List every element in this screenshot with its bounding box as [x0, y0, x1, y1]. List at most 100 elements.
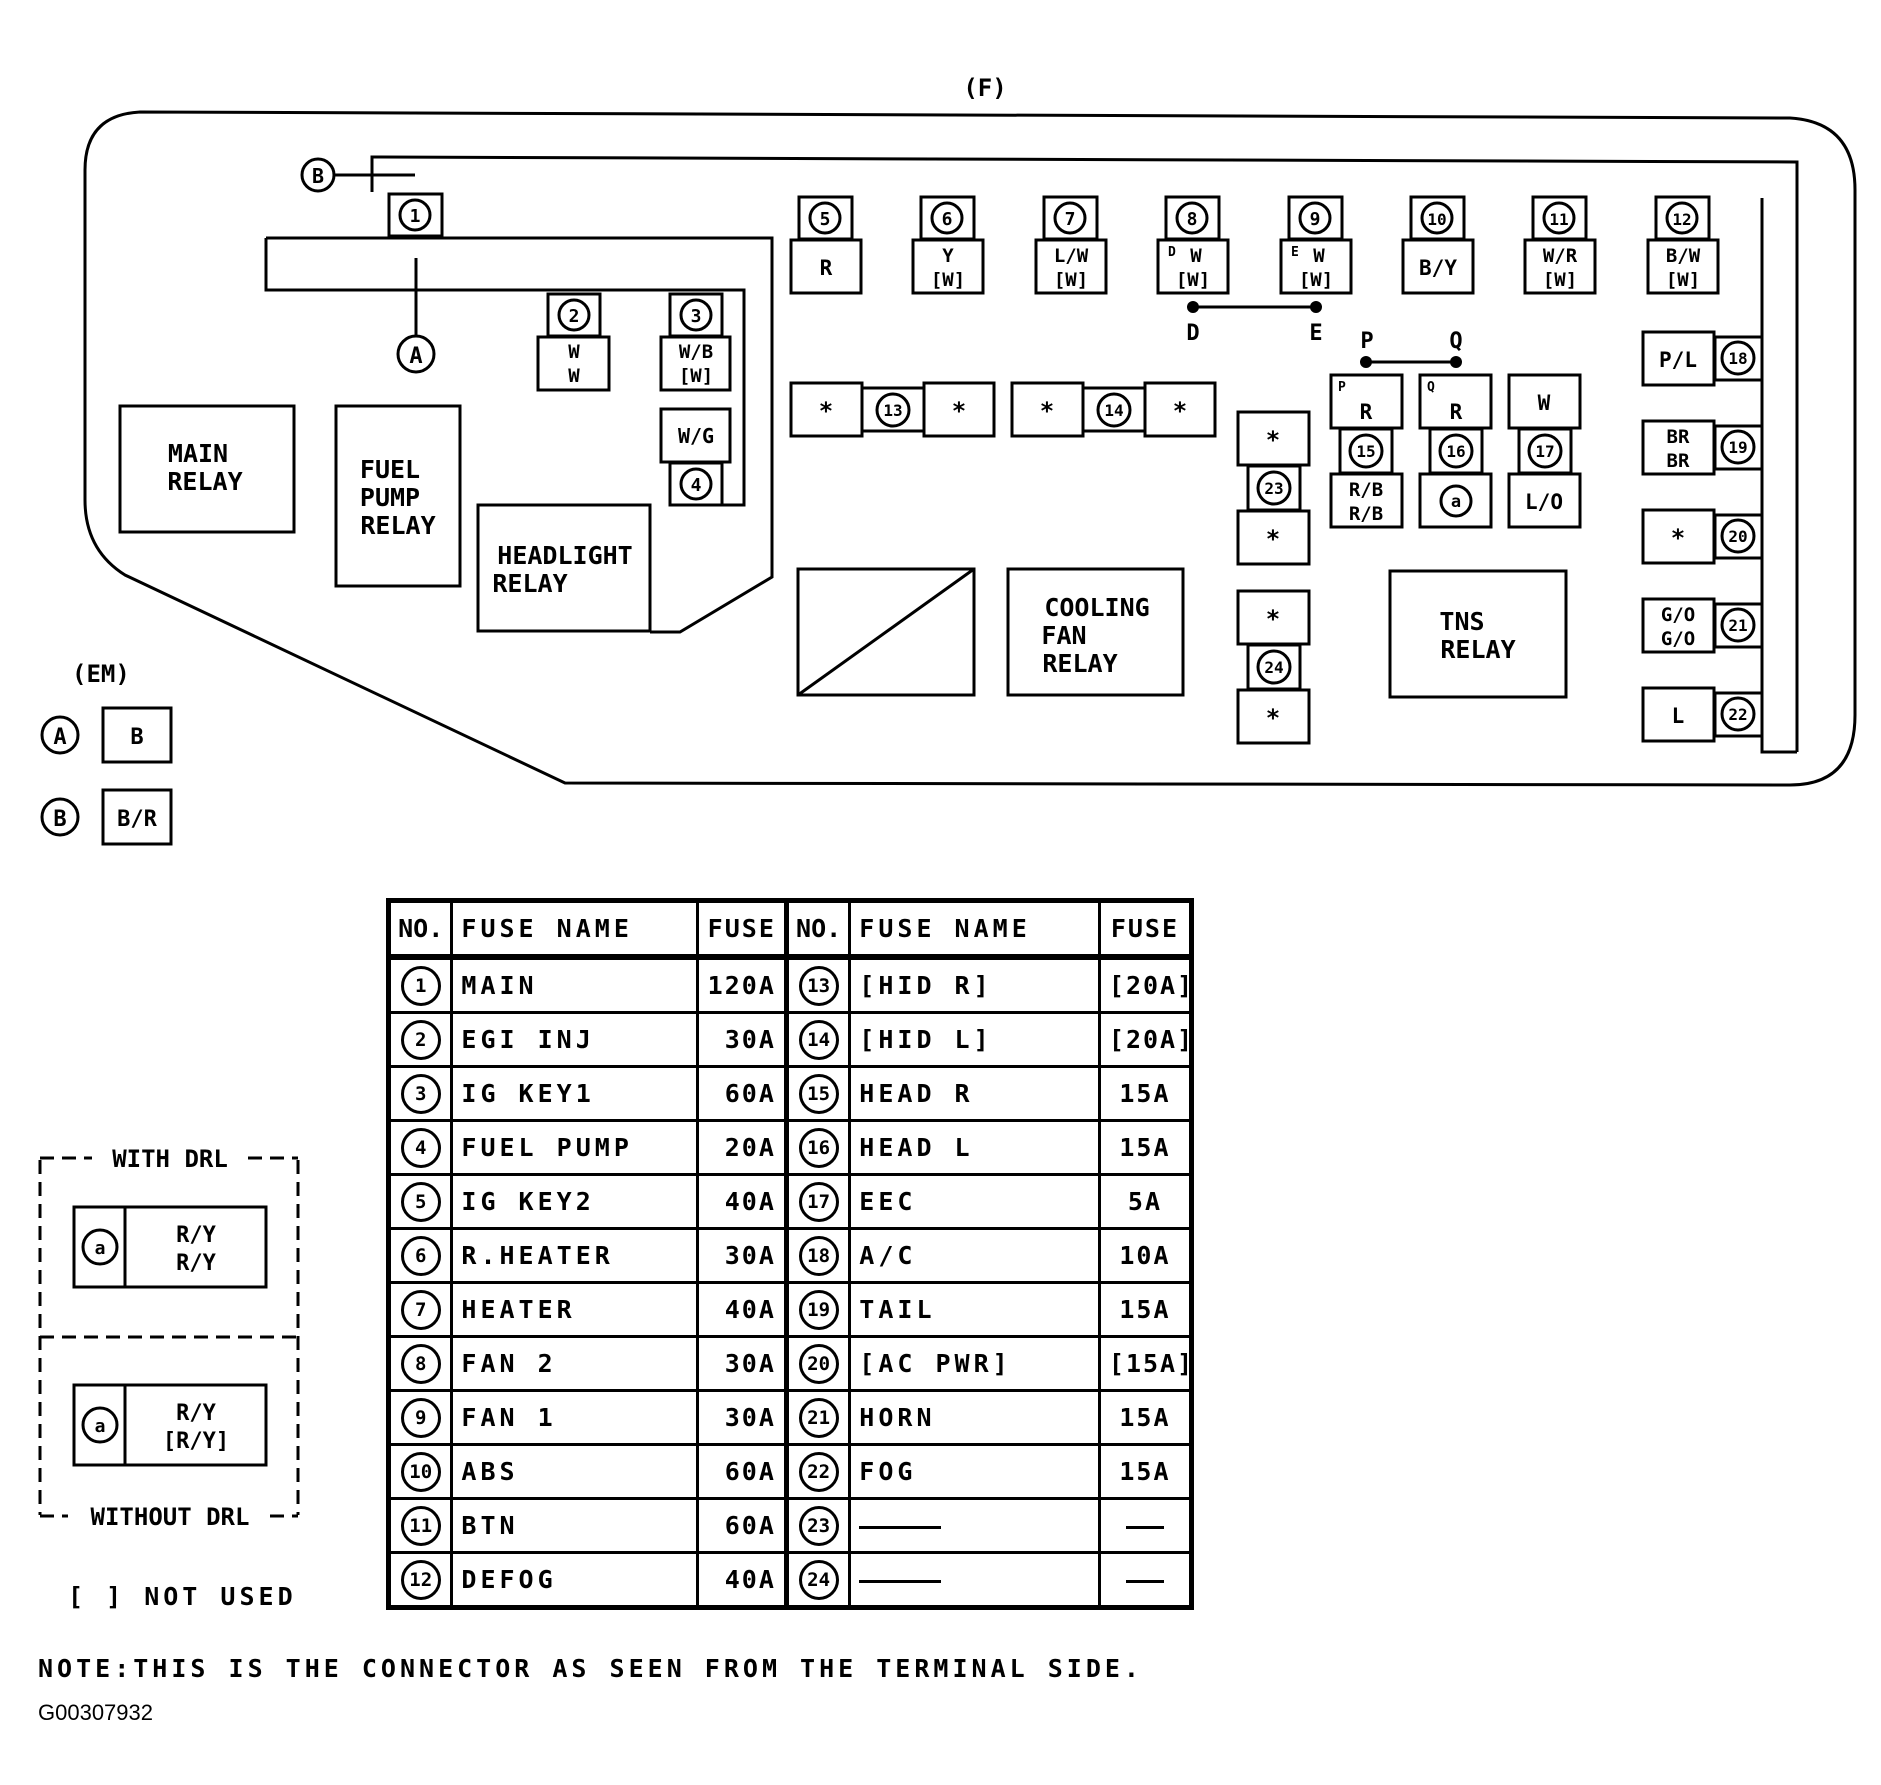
svg-text:A: A [53, 725, 66, 750]
svg-text:R: R [820, 256, 833, 280]
dash-mark [1125, 1579, 1164, 1583]
fuse-number-badge: 17 [798, 1181, 839, 1222]
svg-text:W: W [1538, 391, 1551, 415]
cell-fuse-rating-2: [15A] [1097, 1335, 1194, 1392]
terminal-13: * 13 * [789, 381, 996, 438]
svg-text:HEADLIGHT: HEADLIGHT [497, 541, 632, 570]
terminal-16: Q R 16 a [1418, 373, 1493, 529]
terminal-22: L 22 [1641, 686, 1764, 743]
svg-text:D: D [1168, 245, 1176, 260]
svg-text:COOLING: COOLING [1044, 593, 1149, 622]
svg-text:a: a [95, 1416, 106, 1437]
dash-mark [859, 1525, 942, 1529]
terminal-23: * 23 * [1236, 410, 1311, 566]
terminal-5: 5 R [789, 195, 863, 295]
fuse-number-badge: 11 [400, 1505, 441, 1546]
terminal-11: 11 W/R [W] [1523, 195, 1597, 295]
cell-fuse-name: DEFOG [450, 1551, 699, 1609]
without-drl-label: WITHOUT DRL [91, 1503, 250, 1531]
connector-housing [83, 110, 1857, 787]
col-header-fuse-2: FUSE [1097, 899, 1194, 960]
svg-text:18: 18 [1728, 349, 1747, 368]
cell-no: 4 [386, 1119, 454, 1176]
terminal-1-number: 1 [410, 206, 421, 227]
terminal-20: * 20 [1641, 508, 1764, 565]
cell-fuse-name: IG KEY2 [450, 1173, 699, 1230]
svg-text:Q: Q [1449, 329, 1462, 354]
svg-text:E: E [1291, 245, 1299, 260]
svg-text:[W]: [W] [1176, 269, 1210, 291]
cell-fuse-name-2 [848, 1551, 1101, 1609]
cell-no: 3 [386, 1065, 454, 1122]
svg-text:13: 13 [883, 401, 902, 420]
svg-text:R/B: R/B [1349, 479, 1383, 501]
cell-fuse-name-2: TAIL [848, 1281, 1101, 1338]
svg-text:W: W [568, 341, 580, 363]
fuse-number-badge: 10 [400, 1451, 441, 1492]
svg-text:19: 19 [1728, 438, 1747, 457]
cell-fuse-rating: 20A [695, 1119, 788, 1176]
svg-text:4: 4 [691, 475, 702, 496]
cell-no-2: 16 [783, 1119, 852, 1176]
svg-text:a: a [95, 1238, 106, 1259]
svg-text:R/Y: R/Y [176, 1401, 216, 1426]
terminal-14: * 14 * [1010, 381, 1217, 438]
svg-text:[W]: [W] [1054, 269, 1088, 291]
cell-fuse-rating: 30A [695, 1389, 788, 1446]
svg-text:17: 17 [1535, 442, 1554, 461]
cell-no-2: 14 [783, 1011, 852, 1068]
cell-no-2: 19 [783, 1281, 852, 1338]
svg-text:11: 11 [1549, 210, 1568, 229]
fuse-number-badge: 24 [798, 1559, 839, 1600]
cell-no: 11 [386, 1497, 454, 1554]
svg-text:R/B: R/B [1349, 503, 1383, 525]
with-drl-label: WITH DRL [112, 1145, 228, 1173]
svg-text:7: 7 [1065, 209, 1076, 230]
col-header-fuse: FUSE [695, 899, 788, 960]
cell-fuse-rating-2 [1097, 1551, 1194, 1609]
cell-no-2: 22 [783, 1443, 852, 1500]
cell-fuse-name: HEATER [450, 1281, 699, 1338]
col-header-fuse-name: FUSE NAME [450, 899, 699, 960]
svg-text:*: * [952, 397, 966, 425]
svg-text:G/O: G/O [1661, 604, 1695, 626]
figure-code: G00307932 [38, 1700, 153, 1725]
cell-fuse-rating: 40A [695, 1173, 788, 1230]
cell-no-2: 23 [783, 1497, 852, 1554]
terminal-21: G/O G/O 21 [1641, 597, 1764, 654]
col-header-fuse-name-2: FUSE NAME [848, 899, 1101, 960]
svg-text:*: * [1266, 426, 1280, 454]
fuse-number-badge: 6 [400, 1235, 441, 1276]
svg-text:TNS: TNS [1439, 607, 1484, 636]
cell-fuse-rating-2: 10A [1097, 1227, 1194, 1284]
cell-fuse-name: MAIN [450, 955, 699, 1014]
terminal-3: 3 W/B [W] [659, 292, 732, 392]
svg-text:8: 8 [1187, 209, 1198, 230]
dash-mark [859, 1579, 942, 1583]
svg-text:Y: Y [942, 245, 954, 267]
cell-fuse-rating-2: 15A [1097, 1119, 1194, 1176]
em-ref-b: B B/R [40, 788, 173, 846]
svg-text:*: * [1266, 704, 1280, 732]
svg-text:R/Y: R/Y [176, 1223, 216, 1248]
cell-fuse-name-2: [HID L] [848, 1011, 1101, 1068]
svg-text:5: 5 [820, 209, 831, 230]
cell-fuse-rating: 60A [695, 1443, 788, 1500]
svg-text:9: 9 [1310, 209, 1321, 230]
svg-text:B/W: B/W [1666, 245, 1701, 267]
svg-text:RELAY: RELAY [1042, 649, 1117, 678]
svg-text:W/B: W/B [679, 341, 713, 363]
svg-text:B/R: B/R [117, 807, 157, 832]
terminal-24: * 24 * [1236, 589, 1311, 745]
jumper-d-e: D E [1186, 301, 1323, 346]
cell-fuse-name-2: A/C [848, 1227, 1101, 1284]
terminal-7: 7 L/W [W] [1034, 195, 1108, 295]
fuse-number-badge: 3 [400, 1073, 441, 1114]
cell-fuse-name-2: HEAD L [848, 1119, 1101, 1176]
svg-text:FUEL: FUEL [360, 455, 420, 484]
